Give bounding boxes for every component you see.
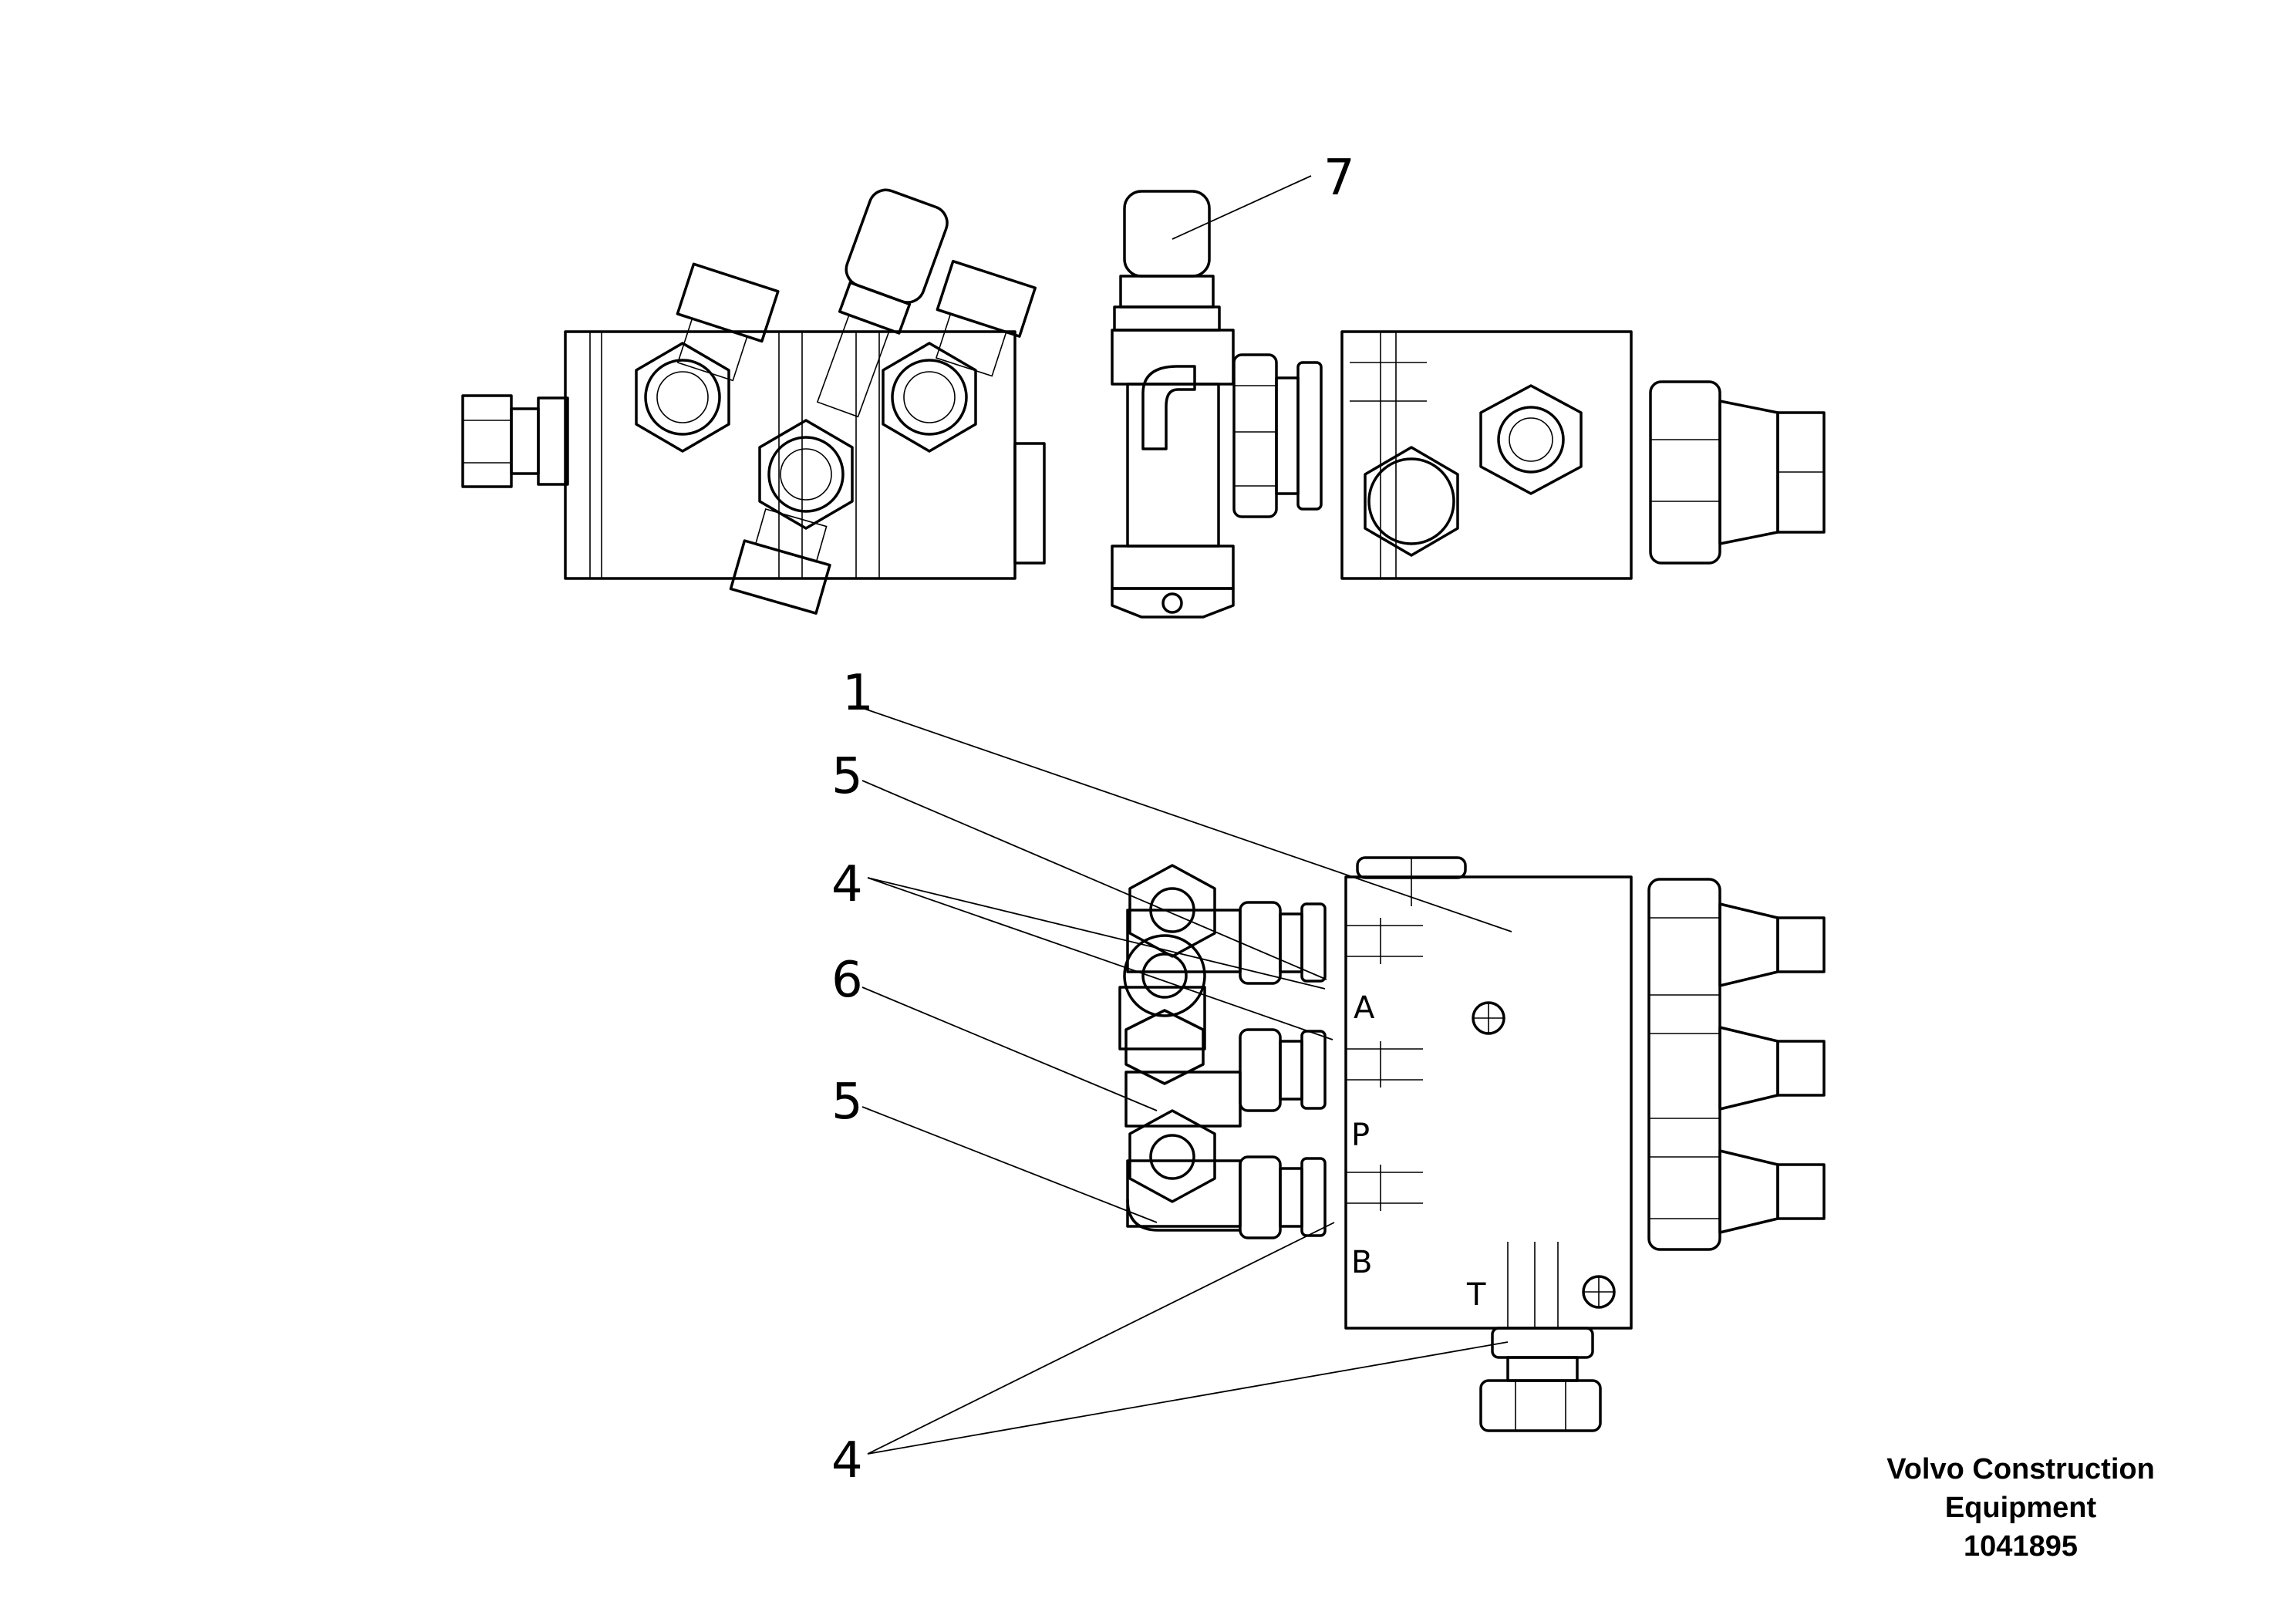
callout-6: 6 bbox=[831, 952, 863, 1009]
right-fittings-stack bbox=[1647, 878, 1826, 1251]
banjo-fitting-center bbox=[1118, 934, 1242, 1128]
left-side-fitting bbox=[461, 394, 569, 488]
hex-port-upper-left bbox=[635, 342, 730, 453]
valve-body-main bbox=[1344, 875, 1633, 1330]
callout-4-lower: 4 bbox=[831, 1432, 863, 1489]
hex-port-center bbox=[758, 419, 854, 530]
valve-body-right bbox=[1340, 330, 1633, 580]
drawing-number: 1041895 bbox=[1964, 1530, 2078, 1563]
tee-fitting bbox=[1111, 329, 1235, 619]
port-label-p: P bbox=[1351, 1118, 1370, 1153]
hex-port-right-lower bbox=[1364, 446, 1459, 557]
hex-port-upper-right bbox=[882, 342, 977, 453]
callout-5-lower: 5 bbox=[831, 1074, 863, 1131]
callout-4-upper: 4 bbox=[831, 856, 863, 913]
callouts: 7 1 5 4 6 5 4 bbox=[831, 150, 1355, 1489]
leader-lines bbox=[861, 175, 1512, 1455]
left-connector-nuts bbox=[1239, 901, 1327, 1239]
bottom-t-fitting bbox=[1479, 1327, 1602, 1432]
brand-line-1: Volvo Construction bbox=[1886, 1453, 2155, 1485]
callout-5-upper: 5 bbox=[831, 748, 863, 805]
knurled-knob-angled bbox=[816, 188, 949, 418]
connector-nuts bbox=[1232, 353, 1323, 518]
right-side-fitting bbox=[1649, 380, 1826, 565]
angled-screw-bottom bbox=[729, 508, 831, 615]
angled-screw-left bbox=[676, 262, 780, 382]
brand-line-2: Equipment bbox=[1944, 1492, 2097, 1524]
knurled-knob-item-7 bbox=[1113, 190, 1221, 332]
callout-7: 7 bbox=[1323, 150, 1355, 207]
callout-1: 1 bbox=[842, 665, 874, 722]
brand-block: Volvo Construction Equipment 1041895 bbox=[1836, 1450, 2206, 1566]
bottom-view: A P B T bbox=[1118, 856, 1826, 1432]
port-label-b: B bbox=[1351, 1245, 1372, 1280]
angled-screw-right bbox=[935, 259, 1037, 377]
mounting-hole-upper bbox=[1472, 1001, 1505, 1035]
right-stub bbox=[1013, 442, 1046, 565]
mounting-hole-lower bbox=[1582, 1275, 1616, 1309]
port-label-t: T bbox=[1466, 1277, 1486, 1313]
port-label-a: A bbox=[1354, 990, 1375, 1026]
top-right-view bbox=[1111, 190, 1826, 619]
hex-port-right-upper bbox=[1479, 384, 1583, 495]
port-bores bbox=[1346, 918, 1559, 1328]
elbow-fitting-b bbox=[1126, 1109, 1242, 1232]
top-left-view bbox=[461, 188, 1046, 615]
